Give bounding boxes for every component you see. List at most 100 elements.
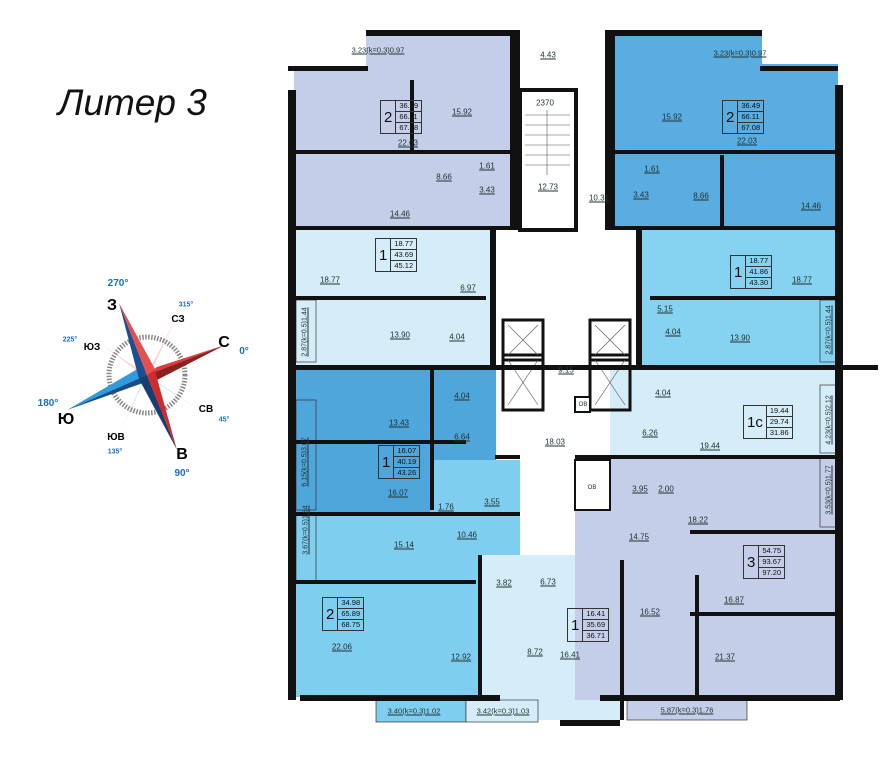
room-area: 4.04 [655,388,671,398]
room-area: 4.04 [449,332,465,342]
room-area: 19.44 [699,441,721,451]
room-area: 18.77 [791,275,813,285]
unit-area-value: 93.67 [759,557,785,568]
room-area: 16.52 [639,607,661,617]
room-area: 8.72 [527,647,543,657]
room-area: 1.61 [644,164,660,174]
balcony-area: 3.67(k=0.5)1.84 [302,505,310,555]
unit-room-count: 3 [744,546,760,578]
room-area: 15.92 [661,112,683,122]
compass-west-label: З [106,297,118,314]
balcony-area: 3.42(k=0.3)1.03 [476,706,530,716]
compass-north-degree: 0° [239,346,249,357]
ov-shaft-label: ОВ [587,485,597,491]
unit-area-value: 19.44 [766,406,792,417]
room-area: 22.03 [736,136,758,146]
compass-southwest-degree: 225° [62,336,78,344]
compass-south-degree: 180° [37,398,59,409]
unit-area-value: 43.26 [397,468,417,477]
stair-width: 2370 [536,98,554,108]
compass-south-arm [67,367,147,410]
room-area: 5.15 [657,304,673,314]
unit-area-value: 35.69 [583,620,609,631]
compass-west-degree: 270° [107,278,129,289]
room-area: 3.43 [479,185,495,195]
room-area: 4.04 [665,327,681,337]
balcony-area: 3.53(k=0.5)1.77 [825,465,833,515]
unit-room-count: 2 [381,101,397,133]
hall-area: 10.31 [588,193,610,203]
room-area: 13.90 [389,330,411,340]
room-area: 4.04 [454,391,470,401]
room-area: 3.82 [496,578,512,588]
compass-north-label: С [218,334,230,351]
room-area: 14.75 [628,532,650,542]
stair-area: 12.73 [537,182,559,192]
unit-area-value: 41.86 [746,267,772,278]
room-area: 22.06 [331,642,353,652]
unit-room-count: 1 [379,446,395,478]
balcony-area: 2.87(k=0.5)1.44 [825,305,833,355]
unit-area-value: 34.98 [338,598,364,609]
balcony-area: 5.87(k=0.3)1.76 [660,705,714,715]
room-area: 3.43 [633,190,649,200]
room-area: 6.73 [540,577,556,587]
balcony-area: 3.23(k=0.3)0.97 [713,48,767,58]
compass-south-label: Ю [57,411,75,428]
room-area: 2.00 [658,484,674,494]
room-area: 18.22 [687,515,709,525]
room-area: 3.55 [484,497,500,507]
balcony-area: 6.15(k=0.5)3.07 [301,437,309,487]
unit-area-value: 67.08 [399,123,419,132]
unit-area-value: 36.49 [396,101,422,112]
unit-room-count: 2 [323,598,339,630]
room-area: 6.64 [454,432,470,442]
compass-southeast-degree: 135° [107,448,123,456]
unit-area-value: 54.75 [759,546,785,557]
unit-area-value: 66.11 [396,112,422,123]
room-area: 1.61 [479,161,495,171]
unit-room-count: 1 [376,239,392,271]
compass-northwest-label: СЗ [171,314,185,325]
unit-area-value: 68.75 [341,620,361,629]
unit-room-count: 1 [731,256,747,288]
unit-3room-right[interactable] [575,455,838,700]
unit-area-value: 67.08 [741,123,761,132]
compass-northeast-degree: 45° [218,416,230,424]
room-area: 1.76 [438,502,454,512]
compass-east-label: В [176,446,188,463]
balcony-area: 4.23(k=0.5)2.12 [825,395,833,445]
room-area: 18.77 [319,275,341,285]
lift-hall-area: 9.15 [558,365,574,375]
ov-shaft-label: ОВ [578,402,588,408]
compass-west-arm [119,303,147,379]
balcony-area: 3.23(k=0.3)0.97 [351,45,405,55]
room-area: 16.07 [387,488,409,498]
room-area: 6.26 [642,428,658,438]
unit-area-value: 97.20 [762,568,782,577]
compass-northwest-degree: 315° [178,301,194,309]
unit-studio-right[interactable] [610,367,838,455]
compass-southeast-label: ЮВ [107,432,125,443]
unit-2room-top-right[interactable] [612,34,838,228]
unit-area-value: 43.30 [749,278,769,287]
unit-room-count: 1 [568,609,584,641]
balcony-area: 2.87(k=0.5)1.44 [301,307,309,357]
unit-area-value: 16.41 [583,609,609,620]
compass-rose [67,303,225,450]
unit-2room-top-left[interactable] [294,36,516,228]
room-area: 15.14 [393,540,415,550]
room-area: 12.92 [450,652,472,662]
unit-area-value: 36.49 [738,101,764,112]
corridor-area: 18.03 [544,437,566,447]
unit-area-value: 29.74 [766,417,792,428]
